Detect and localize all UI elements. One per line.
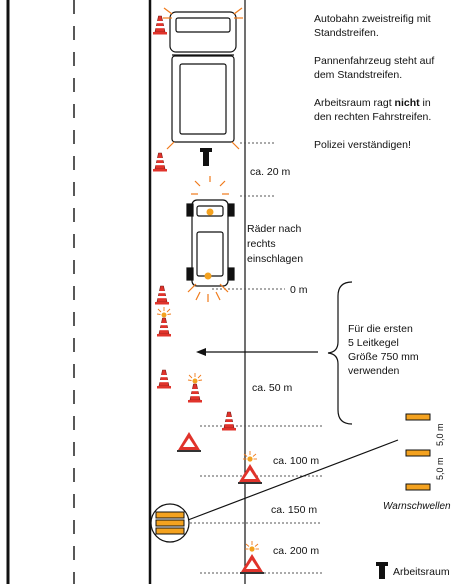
wheels-note-line: rechts <box>247 238 276 250</box>
worker-symbol <box>200 148 212 166</box>
cone-note-line: 5 Leitkegel <box>348 337 399 349</box>
wheels-note-line: einschlagen <box>247 253 304 265</box>
distance-label-100m: ca. 100 m <box>273 455 320 467</box>
wheels-note: Räder nach rechts einschlagen <box>247 222 303 267</box>
info-line: Pannenfahrzeug steht auf <box>314 55 435 67</box>
traffic-cone <box>157 369 171 389</box>
distance-label-20m: ca. 20 m <box>250 166 291 178</box>
cone-note-arrow <box>196 348 318 356</box>
distance-label-150m: ca. 150 m <box>271 504 318 516</box>
info-text: Autobahn zweistreifig mit Standstreifen.… <box>314 12 454 152</box>
info-line: Standstreifen. <box>314 27 379 39</box>
broken-down-truck <box>169 11 237 143</box>
traffic-cone <box>155 285 169 305</box>
traffic-cone <box>153 15 167 35</box>
cone-note-brace <box>327 281 353 425</box>
warning-triangle <box>177 432 201 452</box>
warning-triangle <box>238 451 262 484</box>
info-line: dem Standstreifen. <box>314 69 403 81</box>
info-line: den rechten Fahrstreifen. <box>314 111 432 123</box>
info-line-arbeitsraum: Arbeitsraum ragt nicht in <box>314 97 431 109</box>
zoom-pointer-line <box>187 439 399 521</box>
traffic-cone <box>222 411 236 431</box>
cone-note-line: Für die ersten <box>348 323 413 335</box>
warnschwellen-detail <box>405 413 431 491</box>
warnschwellen-on-road <box>150 503 190 543</box>
info-line: Polizei verständigen! <box>314 139 411 151</box>
warnschwellen-gap-1: 5,0 m <box>435 423 445 446</box>
traffic-cone-with-warning-light <box>187 373 203 403</box>
warning-triangles <box>177 432 264 574</box>
distance-label-0m: 0 m <box>290 284 308 296</box>
distance-label-200m: ca. 200 m <box>273 545 320 557</box>
service-vehicle-beacon-rear <box>204 272 212 280</box>
cone-note: Für die ersten 5 Leitkegel Größe 750 mm … <box>348 322 419 378</box>
traffic-cone <box>153 152 167 172</box>
cone-note-line: Größe 750 mm <box>348 351 419 363</box>
info-line: Autobahn zweistreifig mit <box>314 13 431 25</box>
traffic-cone-with-warning-light <box>156 307 172 337</box>
warning-triangle <box>240 541 264 574</box>
service-vehicle-beacon-front <box>206 208 214 216</box>
traffic-cones <box>153 15 236 431</box>
wheels-note-line: Räder nach <box>247 223 302 235</box>
cone-note-line: verwenden <box>348 365 400 377</box>
warnschwellen-gap-2: 5,0 m <box>435 457 445 480</box>
service-vehicle-flashes <box>187 176 229 302</box>
legend-arbeitsraum: Arbeitsraum <box>393 566 450 578</box>
warnschwellen-label: Warnschwellen <box>383 501 451 512</box>
arbeitsraum-icon <box>376 562 388 579</box>
truck-hazard-lights <box>163 7 243 150</box>
distance-label-50m: ca. 50 m <box>252 382 293 394</box>
